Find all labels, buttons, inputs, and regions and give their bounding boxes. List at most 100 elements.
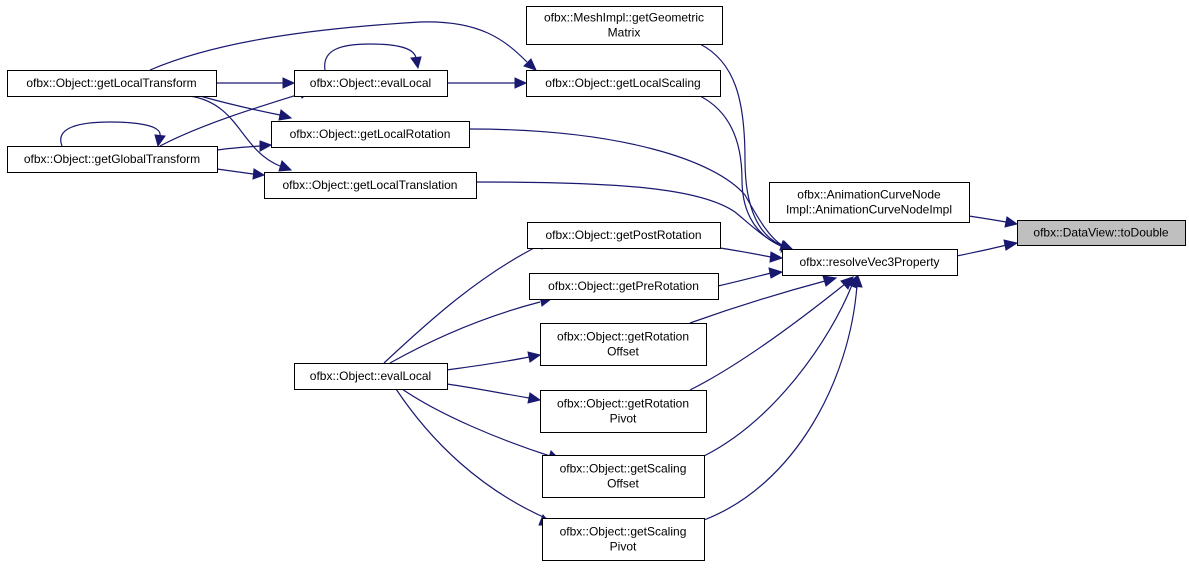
edge-line — [468, 128, 784, 247]
edge-arrowhead — [154, 134, 166, 148]
edge-arrowhead — [769, 251, 784, 263]
node-label: ofbx::Object::getPostRotation — [545, 228, 701, 242]
node-label: ofbx::Object::getScaling — [560, 462, 687, 476]
edge-arrowhead — [768, 267, 784, 279]
edge-line — [968, 215, 1007, 223]
node-local-transform[interactable]: ofbx::Object::getLocalTransform — [7, 70, 217, 97]
edge-line — [446, 383, 530, 399]
node-local-translation[interactable]: ofbx::Object::getLocalTranslation — [264, 172, 477, 199]
edge-arrowhead — [514, 77, 528, 89]
edge-line — [159, 93, 301, 147]
edge-eval_local_bottom-to-post_rotation — [383, 238, 552, 364]
edge-eval_local_top-to-eval_local_top — [324, 43, 422, 71]
edge-global_transform-to-local_rotation — [216, 140, 273, 152]
node-box — [7, 70, 217, 97]
node-eval-local-top[interactable]: ofbx::Object::evalLocal — [294, 70, 448, 97]
node-label: ofbx::Object::getRotation — [557, 397, 689, 411]
edge-line — [719, 247, 772, 258]
node-label: ofbx::Object::evalLocal — [310, 369, 431, 383]
edge-line — [199, 95, 281, 116]
edge-arrowhead — [851, 274, 863, 288]
edge-local_transform-to-local_scaling — [149, 21, 537, 71]
node-label: ofbx::Object::getLocalRotation — [290, 127, 451, 141]
node-resolve[interactable]: ofbx::resolveVec3Property — [782, 249, 958, 276]
node-local-scaling[interactable]: ofbx::Object::getLocalScaling — [526, 70, 721, 97]
node-label: ofbx::resolveVec3Property — [799, 255, 939, 269]
edge-line — [149, 21, 528, 71]
node-label: ofbx::Object::getLocalScaling — [545, 76, 700, 90]
node-label: ofbx::Object::getRotation — [557, 330, 689, 344]
node-label: ofbx::Object::getPreRotation — [548, 279, 699, 293]
edge-line — [699, 43, 782, 246]
edge-line — [324, 43, 417, 71]
edge-pre_rotation-to-resolve — [717, 267, 784, 287]
edge-arrowhead — [278, 109, 293, 121]
edge-eval_local_bottom-to-rotation_offset — [446, 351, 542, 371]
node-box — [782, 249, 958, 276]
edge-arrowhead — [282, 77, 296, 89]
node-global-transform[interactable]: ofbx::Object::getGlobalTransform — [7, 146, 218, 173]
edge-line — [401, 388, 551, 457]
edge-scaling_offset-to-resolve — [703, 274, 858, 457]
edge-line — [383, 244, 541, 364]
edge-scaling_pivot-to-resolve — [703, 274, 863, 521]
node-local-rotation[interactable]: ofbx::Object::getLocalRotation — [271, 121, 470, 148]
edge-arrowhead — [1004, 216, 1019, 228]
node-post-rotation[interactable]: ofbx::Object::getPostRotation — [527, 222, 721, 249]
node-box — [294, 70, 448, 97]
node-label: ofbx::AnimationCurveNode — [797, 188, 941, 202]
node-box — [526, 70, 721, 97]
node-box — [540, 323, 707, 366]
edge-global_transform-to-global_transform — [60, 121, 166, 148]
node-box — [294, 363, 448, 390]
node-box — [526, 6, 723, 45]
node-label: ofbx::Object::getLocalTransform — [26, 76, 196, 90]
nodes-layer: ofbx::DataView::toDouble ofbx::AnimationC… — [7, 6, 1186, 561]
node-label: Pivot — [610, 540, 637, 554]
edge-arrowhead — [1003, 239, 1019, 251]
edge-arrowhead — [259, 140, 273, 152]
node-pre-rotation[interactable]: ofbx::Object::getPreRotation — [529, 273, 719, 300]
edge-eval_local_bottom-to-scaling_pivot — [395, 388, 553, 526]
edge-line — [703, 284, 858, 521]
edge-line — [717, 272, 772, 287]
edge-local_transform-to-local_translation — [189, 95, 293, 172]
edge-eval_local_top-to-local_scaling — [447, 77, 528, 89]
edge-arrowhead — [527, 392, 542, 404]
edge-arrowhead — [410, 56, 422, 70]
node-label: Impl::AnimationCurveNodeImpl — [786, 203, 952, 217]
edge-resolve-to-dv_todouble — [956, 239, 1019, 257]
edge-line — [689, 280, 826, 324]
node-label: ofbx::Object::getLocalTranslation — [283, 178, 458, 192]
node-box — [542, 518, 705, 561]
edge-line — [216, 145, 261, 151]
edge-arrowhead — [822, 275, 838, 287]
node-label: ofbx::DataView::toDouble — [1033, 226, 1169, 240]
edge-line — [446, 356, 530, 371]
node-label: ofbx::Object::getGlobalTransform — [24, 152, 200, 166]
edge-line — [475, 181, 784, 248]
edge-line — [189, 95, 281, 167]
node-label: Pivot — [610, 412, 637, 426]
node-box — [529, 273, 719, 300]
node-dv-todouble[interactable]: ofbx::DataView::toDouble — [1017, 220, 1186, 246]
node-box — [527, 222, 721, 249]
edge-line — [395, 388, 551, 521]
node-label: ofbx::MeshImpl::getGeometric — [544, 11, 704, 25]
edge-arrowhead — [523, 58, 537, 71]
node-box — [769, 182, 970, 223]
node-label: Offset — [607, 477, 639, 491]
node-anim-curve[interactable]: ofbx::AnimationCurveNodeImpl::AnimationC… — [769, 182, 970, 223]
edge-line — [699, 95, 782, 247]
node-box — [7, 146, 218, 173]
node-label: Matrix — [608, 26, 641, 40]
node-box — [540, 390, 707, 433]
node-label: ofbx::Object::getScaling — [560, 525, 687, 539]
node-eval-local-bottom[interactable]: ofbx::Object::evalLocal — [294, 363, 448, 390]
